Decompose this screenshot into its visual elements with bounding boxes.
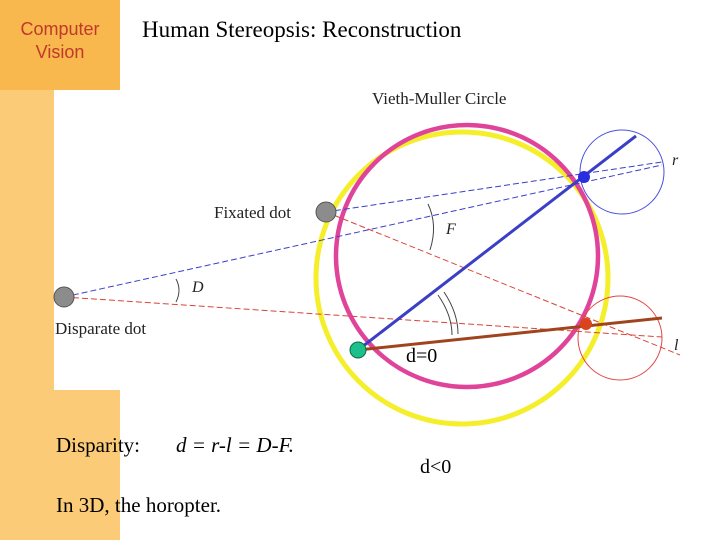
disparate-dot <box>53 286 75 308</box>
blue-line <box>357 134 637 352</box>
right-eye-center <box>578 171 590 183</box>
slide-title: Human Stereopsis: Reconstruction <box>142 17 462 42</box>
brown-line <box>357 316 663 352</box>
vm-circle-label: Vieth-Muller Circle <box>372 89 506 108</box>
disparity-label: Disparity: <box>56 433 140 457</box>
angle-arc-1 <box>437 294 453 336</box>
fixated-ray-right <box>325 161 663 213</box>
figure-background <box>54 90 720 390</box>
angle-f-label: F <box>445 221 456 238</box>
angle-d-arc <box>175 278 180 303</box>
logo-line-1: Computer <box>20 19 100 39</box>
fixated-ray-left <box>325 211 681 356</box>
left-eye-label: l <box>674 337 679 354</box>
large-circle <box>313 129 611 427</box>
right-eye-label: r <box>672 152 679 169</box>
d-zero-label: d=0 <box>406 345 437 367</box>
horopter-dot <box>349 341 367 359</box>
left-eye-center <box>580 318 592 330</box>
horopter-text: In 3D, the horopter. <box>56 493 222 517</box>
fixated-dot <box>315 201 337 223</box>
logo-line-2: Vision <box>35 42 85 62</box>
vieth-muller-circle <box>333 122 601 390</box>
angle-f-arc <box>427 203 434 251</box>
course-logo: Computer Vision <box>0 18 120 64</box>
disparate-ray-left <box>63 296 663 338</box>
disparate-ray-right <box>63 164 663 298</box>
angle-arc-2 <box>443 291 459 335</box>
d-negative-label: d<0 <box>420 456 451 478</box>
disparity-formula: d = r-l = D-F. <box>176 433 294 457</box>
angle-d-label: D <box>191 279 204 296</box>
fixated-dot-label: Fixated dot <box>214 203 291 222</box>
sidebar-header <box>0 0 120 90</box>
left-eye-circle <box>577 295 663 381</box>
right-eye-circle <box>579 129 665 215</box>
disparate-dot-label: Disparate dot <box>55 319 146 338</box>
